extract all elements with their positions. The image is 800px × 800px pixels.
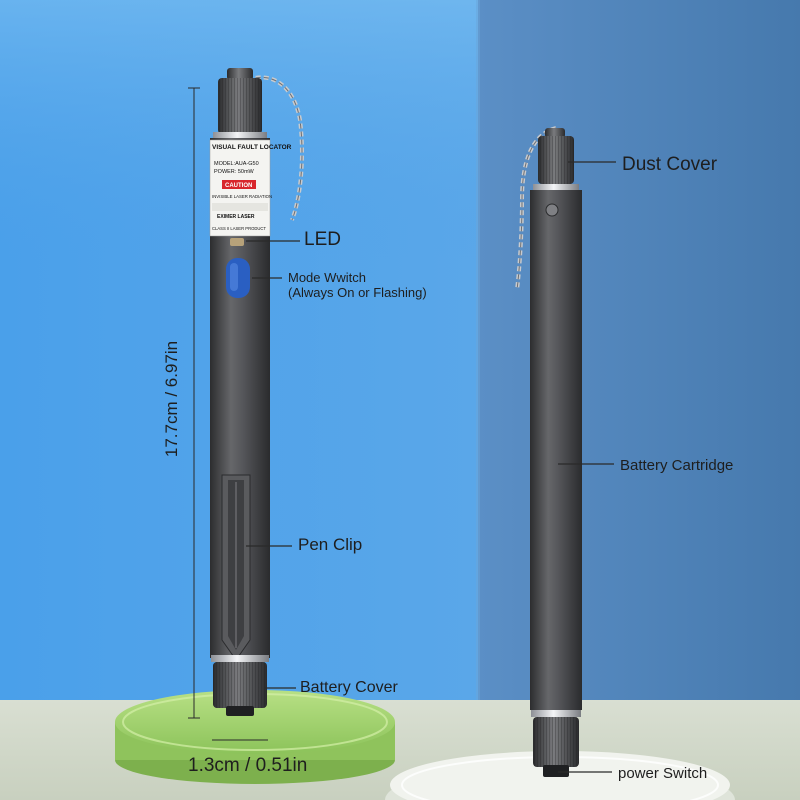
right-pen: [515, 126, 582, 777]
sticker-caution: CAUTION: [225, 183, 252, 189]
length-dimension-line: [188, 87, 200, 719]
green-pedestal: [115, 690, 395, 784]
mode-switch-label-line2: (Always On or Flashing): [288, 285, 427, 300]
length-dimension-label: 17.7cm / 6.97in: [162, 340, 181, 458]
sticker-class: CLASS II LASER PRODUCT: [212, 226, 266, 231]
background-right: [478, 0, 800, 800]
callout-lines: [246, 161, 616, 773]
sticker-model: MODEL:AUA-G50: [214, 161, 259, 167]
chrome-ring-bottom-right: [531, 710, 581, 717]
chrome-ring-top-left: [213, 132, 267, 138]
power-switch-label: power Switch: [618, 765, 708, 782]
laser-warning-sticker: VISUAL FAULT LOCATOR MODEL:AUA-G50 POWER…: [209, 139, 292, 237]
pen-clip-label: Pen Clip: [298, 535, 363, 554]
sticker-brand: VISUAL FAULT LOCATOR: [212, 144, 292, 151]
white-pedestal: [385, 751, 735, 800]
sticker-laser: EXIMER LASER: [217, 214, 255, 220]
right-pen-body: [530, 190, 582, 710]
background-divider: [476, 0, 480, 800]
sticker-power: POWER: 50mW: [214, 169, 255, 175]
battery-cover-label: Battery Cover: [300, 679, 398, 696]
battery-cartridge-label: Battery Cartridge: [620, 457, 734, 474]
led-label: LED: [304, 229, 341, 250]
sticker-warning: INVISIBLE LASER RADIATION: [212, 194, 272, 199]
diameter-dimension-label: 1.3cm / 0.51in: [188, 755, 308, 776]
left-pen: VISUAL FAULT LOCATOR MODEL:AUA-G50 POWER…: [209, 68, 305, 716]
chrome-ring-bottom-left: [211, 655, 269, 662]
led-window: [230, 238, 244, 246]
dust-cover-label: Dust Cover: [622, 154, 718, 175]
chrome-ring-top-right: [533, 184, 579, 190]
mode-switch-label-line1: Mode Wwitch: [288, 270, 367, 285]
pen-clip: [221, 474, 251, 661]
